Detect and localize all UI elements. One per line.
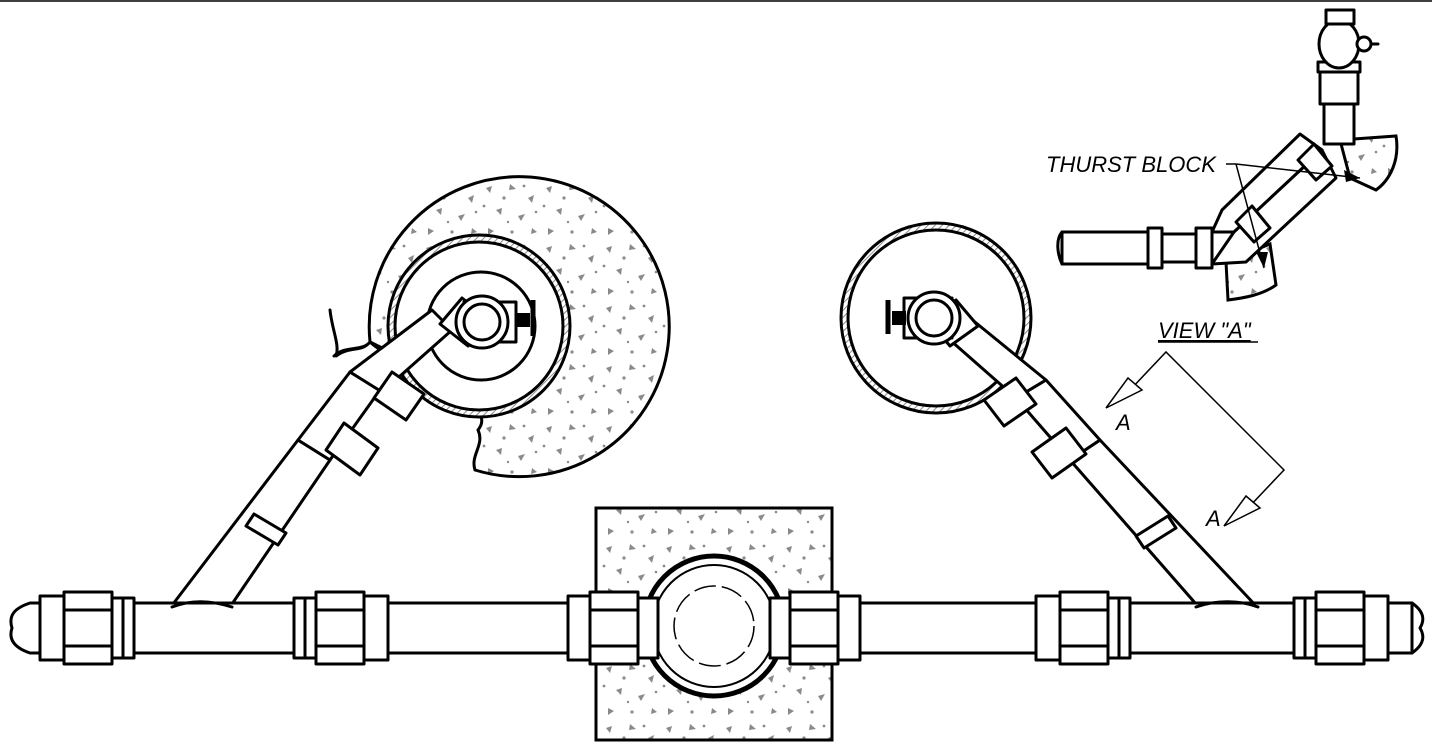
- riser-pipe-right: [926, 298, 1260, 610]
- section-line-a: [1105, 350, 1286, 527]
- section-label-a-bottom: A: [1204, 506, 1221, 531]
- view-a-detail: [1056, 8, 1399, 302]
- section-label-a-top: A: [1114, 410, 1131, 435]
- thrust-block-label: THURST BLOCK: [1046, 152, 1217, 177]
- broken-edge-left: [328, 308, 370, 358]
- fittings-main: [38, 590, 1390, 666]
- valve-left: [454, 294, 536, 350]
- view-a-title: VIEW "A": [1158, 318, 1252, 343]
- center-valve: [641, 553, 787, 699]
- valve-right: [885, 290, 962, 346]
- arrowhead-icon: [1105, 376, 1144, 409]
- leader-thrust-block: [1226, 163, 1361, 269]
- arrowhead-icon: [1223, 494, 1262, 527]
